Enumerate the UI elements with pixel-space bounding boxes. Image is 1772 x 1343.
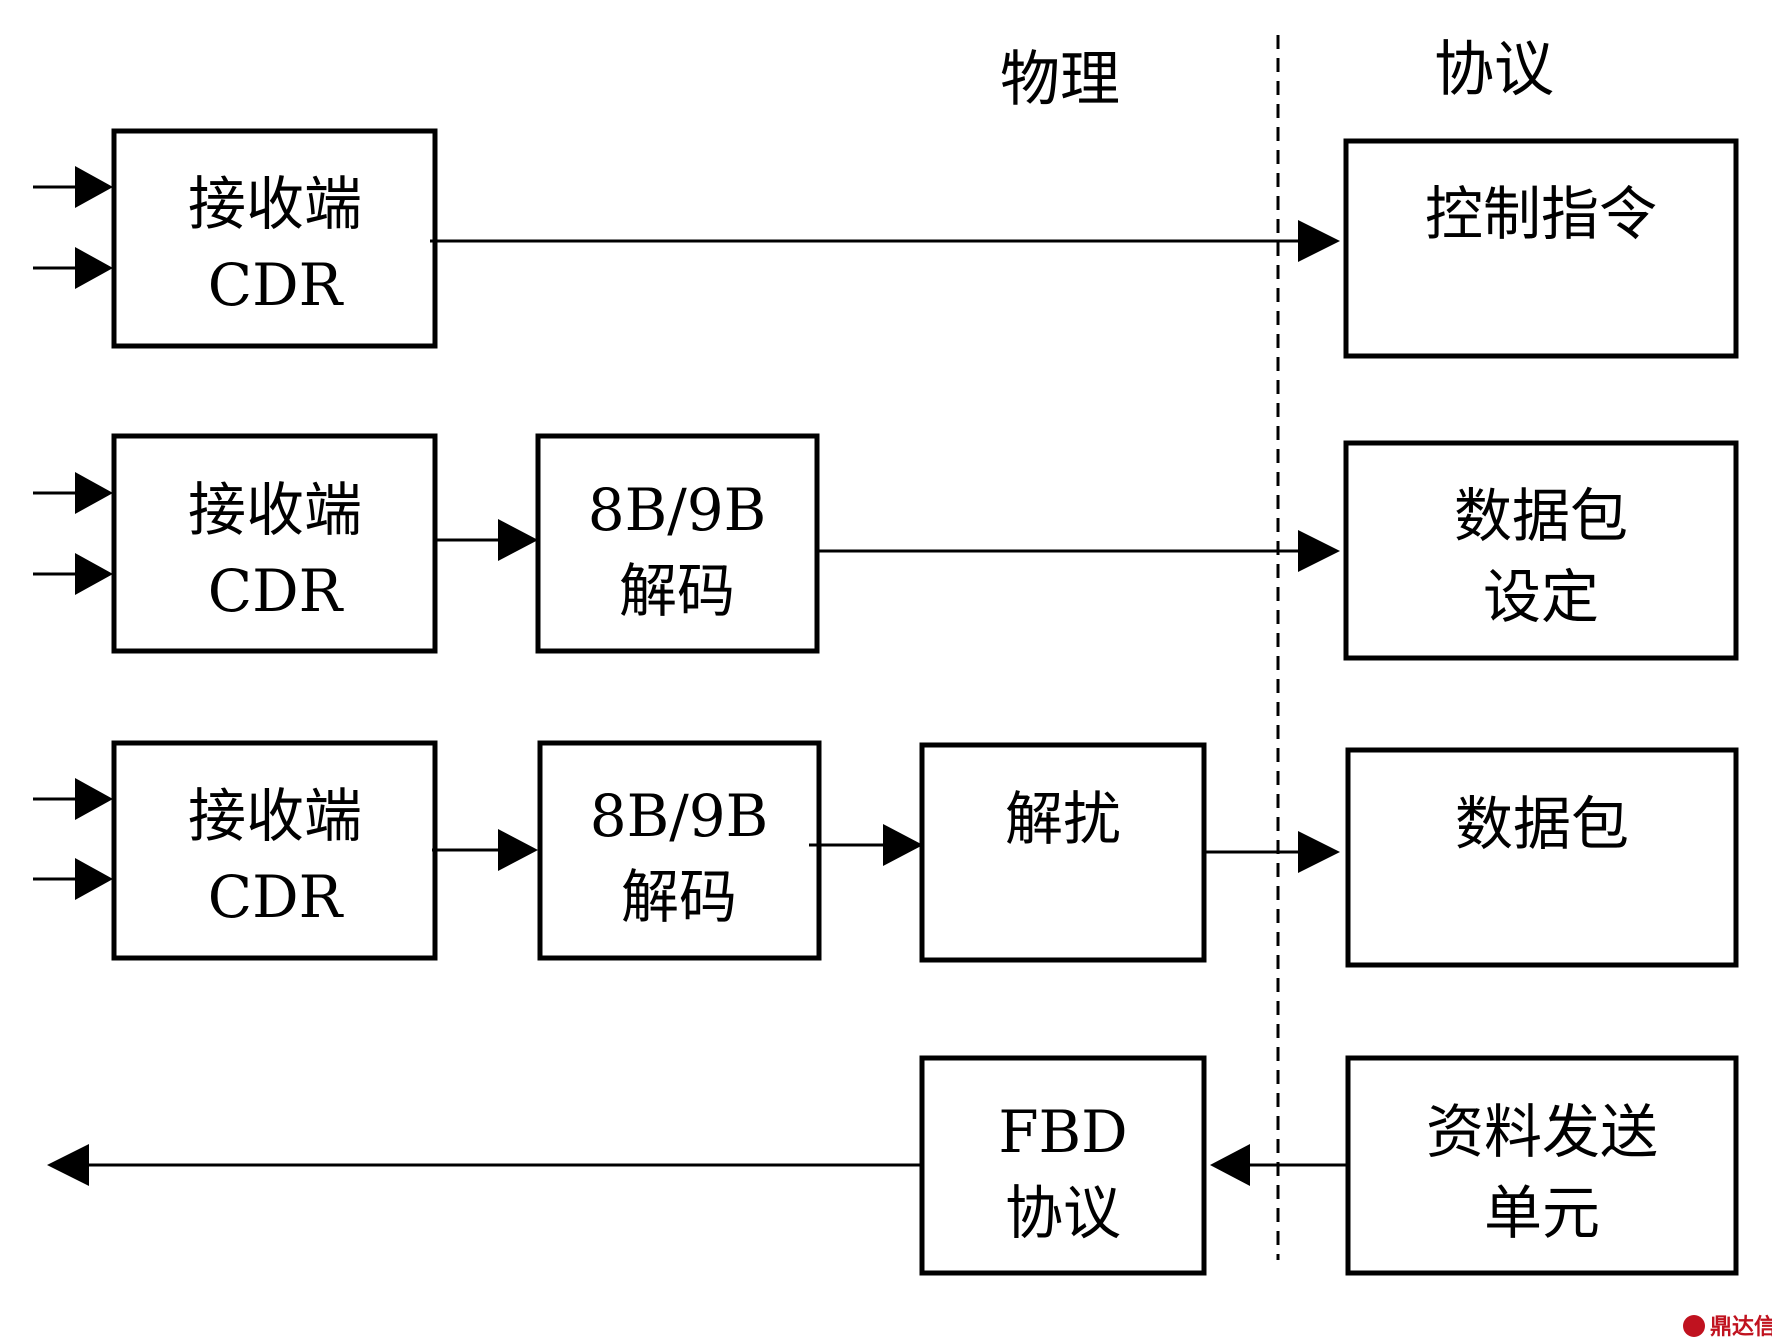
- watermark-logo: 鼎达信: [1683, 1314, 1772, 1340]
- row3-decoder-to-descrambler-arrow: [809, 824, 923, 866]
- block-label: 数据包: [1454, 482, 1628, 550]
- section-label-protocol: 协议: [1434, 35, 1554, 105]
- row3-to-packet-arrow: [1204, 831, 1340, 873]
- block-label: 数据包: [1455, 790, 1629, 858]
- sender-to-fbd-arrow: [1210, 1144, 1348, 1186]
- block-label: 接收端: [188, 170, 362, 238]
- row3-8b9b-decoder-block: 8B/9B 解码: [537, 740, 822, 961]
- block-label: 解码: [621, 863, 737, 931]
- row1-receiver-cdr-block: 接收端 CDR: [111, 128, 438, 349]
- block-label: CDR: [208, 557, 345, 625]
- row2-8b9b-decoder-block: 8B/9B 解码: [535, 433, 820, 654]
- data-sender-unit-block: 资料发送 单元: [1345, 1055, 1739, 1276]
- block-label: 协议: [1005, 1179, 1121, 1247]
- block-label: 单元: [1484, 1179, 1600, 1247]
- block-label: CDR: [208, 863, 345, 931]
- block-label: 接收端: [188, 782, 362, 850]
- block-label: 8B/9B: [588, 476, 767, 544]
- section-label-physical: 物理: [1000, 45, 1120, 115]
- row1-input-arrows: [33, 166, 113, 289]
- watermark-text: 鼎达信: [1710, 1314, 1772, 1340]
- packet-config-block: 数据包 设定: [1343, 440, 1739, 661]
- block-label: 解扰: [1005, 785, 1121, 853]
- block-label: 控制指令: [1425, 180, 1657, 248]
- row3-cdr-to-decoder-arrow: [432, 829, 538, 871]
- fbd-protocol-block: FBD 协议: [919, 1055, 1207, 1276]
- row2-receiver-cdr-block: 接收端 CDR: [111, 433, 438, 654]
- descrambler-block: 解扰: [919, 742, 1207, 963]
- row2-to-packet-config-arrow: [817, 530, 1340, 572]
- data-packet-block: 数据包: [1345, 747, 1739, 968]
- block-label: CDR: [208, 251, 345, 319]
- block-label: 设定: [1483, 563, 1599, 631]
- row3-receiver-cdr-block: 接收端 CDR: [111, 740, 438, 961]
- row3-input-arrows: [33, 778, 113, 900]
- block-label: 资料发送: [1426, 1098, 1658, 1166]
- block-label: 8B/9B: [590, 782, 769, 850]
- row2-cdr-to-decoder-arrow: [435, 519, 538, 561]
- control-command-block: 控制指令: [1343, 138, 1739, 359]
- row2-input-arrows: [33, 472, 113, 595]
- block-label: 解码: [619, 557, 735, 625]
- block-label: FBD: [998, 1098, 1127, 1166]
- block-label: 接收端: [188, 476, 362, 544]
- fbd-output-arrow: [47, 1144, 922, 1186]
- row1-to-control-arrow: [430, 220, 1340, 262]
